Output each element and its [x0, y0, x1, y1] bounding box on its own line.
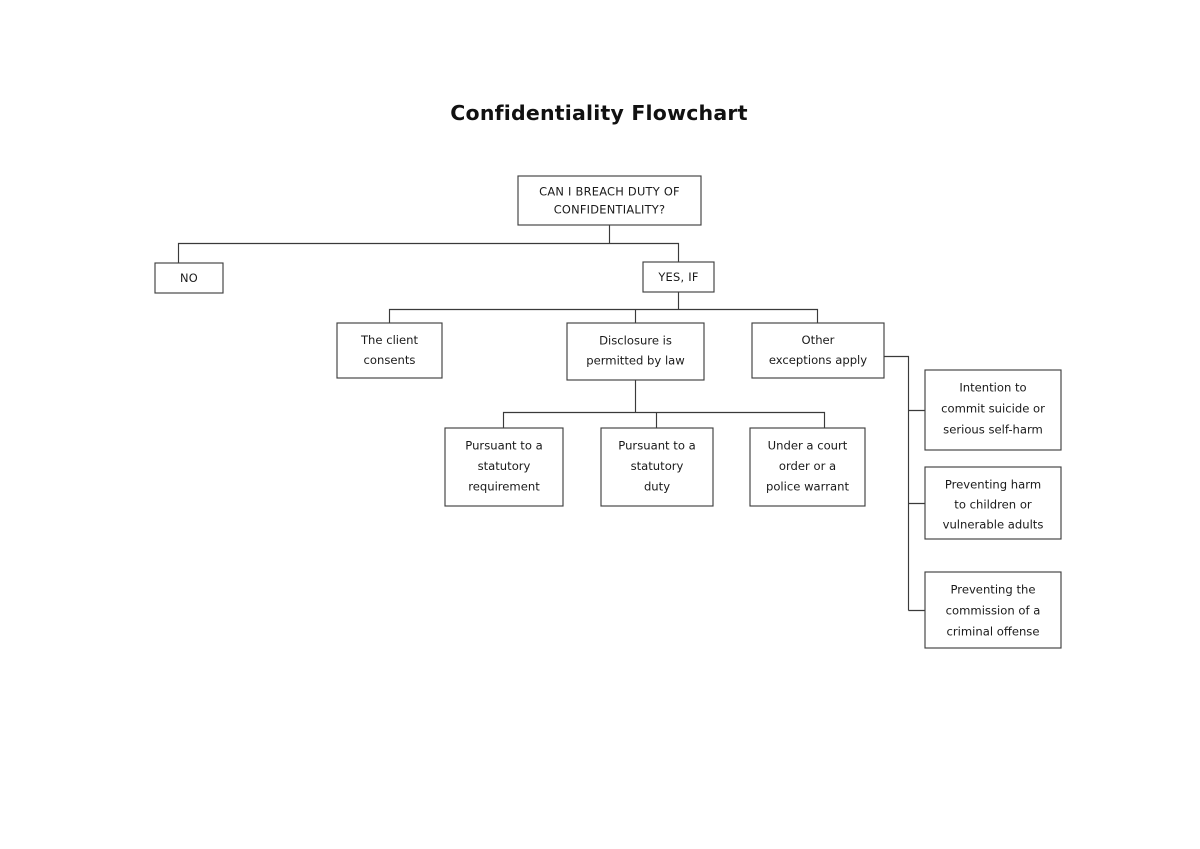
- page-title-text: Confidentiality Flowchart: [450, 101, 748, 125]
- node-criminal-offense[interactable]: Preventing the commission of a criminal …: [924, 571, 1062, 649]
- edge-law-to-court-order: [635, 411, 826, 428]
- node-label-line-2: to children or: [954, 498, 1032, 512]
- node-suicide-self-harm[interactable]: Intention to commit suicide or serious s…: [924, 369, 1062, 451]
- edge-yes-to-other-exceptions: [678, 308, 819, 323]
- node-label-line-1: Pursuant to a: [618, 439, 695, 453]
- node-can-i-breach-duty[interactable]: CAN I BREACH DUTY OF CONFIDENTIALITY?: [517, 175, 702, 226]
- edge-root-to-no: [177, 242, 610, 263]
- node-label-line-2: permitted by law: [586, 354, 685, 368]
- node-no[interactable]: NO: [154, 262, 224, 294]
- node-label-line-1: YES, IF: [657, 270, 698, 284]
- node-harm-children[interactable]: Preventing harm to children or vulnerabl…: [924, 466, 1062, 540]
- node-yes-if[interactable]: YES, IF: [642, 261, 715, 293]
- node-label-line-2: CONFIDENTIALITY?: [554, 203, 666, 217]
- node-label-line-2: consents: [364, 353, 416, 367]
- connector-layer: [177, 225, 925, 612]
- page-title: Confidentiality Flowchart: [0, 101, 1200, 125]
- node-label-line-1: Preventing harm: [945, 478, 1041, 492]
- node-label-line-3: requirement: [468, 480, 540, 494]
- node-label-line-1: The client: [360, 333, 419, 347]
- node-box: [924, 369, 1062, 451]
- node-box: [924, 466, 1062, 540]
- node-statutory-requirement[interactable]: Pursuant to a statutory requirement: [444, 427, 564, 507]
- node-box: [642, 261, 715, 293]
- node-label-line-2: order or a: [779, 459, 836, 473]
- node-label-line-1: Under a court: [768, 439, 848, 453]
- node-client-consents[interactable]: The client consents: [336, 322, 443, 379]
- node-label-line-3: duty: [644, 480, 670, 494]
- edge-other-exceptions-trunk: [884, 355, 910, 611]
- node-label-line-1: Other: [802, 333, 835, 347]
- node-court-order[interactable]: Under a court order or a police warrant: [749, 427, 866, 507]
- node-label-line-2: commit suicide or: [941, 402, 1045, 416]
- node-box: [751, 322, 885, 379]
- edge-root-to-yes-if: [609, 242, 680, 262]
- node-label-line-1: NO: [180, 271, 198, 285]
- node-statutory-duty[interactable]: Pursuant to a statutory duty: [600, 427, 714, 507]
- node-box: [444, 427, 564, 507]
- edge-yes-to-client-consents: [388, 308, 679, 323]
- node-label-line-3: criminal offense: [947, 625, 1040, 639]
- node-box: [600, 427, 714, 507]
- node-label-line-2: statutory: [478, 459, 531, 473]
- node-label-line-1: CAN I BREACH DUTY OF: [539, 185, 680, 199]
- node-box: [924, 571, 1062, 649]
- node-label-line-2: statutory: [631, 459, 684, 473]
- node-label-line-1: Disclosure is: [599, 334, 672, 348]
- node-label-line-1: Preventing the: [951, 583, 1036, 597]
- node-label-line-1: Intention to: [959, 381, 1026, 395]
- node-other-exceptions[interactable]: Other exceptions apply: [751, 322, 885, 379]
- node-label-line-3: serious self-harm: [943, 423, 1043, 437]
- node-box: [566, 322, 705, 381]
- node-box: [749, 427, 866, 507]
- node-box: [336, 322, 443, 379]
- node-label-line-3: vulnerable adults: [943, 518, 1044, 532]
- node-label-line-2: exceptions apply: [769, 353, 867, 367]
- node-box: [517, 175, 702, 226]
- node-box: [154, 262, 224, 294]
- node-label-line-3: police warrant: [766, 480, 849, 494]
- node-label-line-2: commission of a: [946, 604, 1041, 618]
- node-permitted-by-law[interactable]: Disclosure is permitted by law: [566, 322, 705, 381]
- node-label-line-1: Pursuant to a: [465, 439, 542, 453]
- edge-law-to-statutory-requirement: [502, 411, 636, 428]
